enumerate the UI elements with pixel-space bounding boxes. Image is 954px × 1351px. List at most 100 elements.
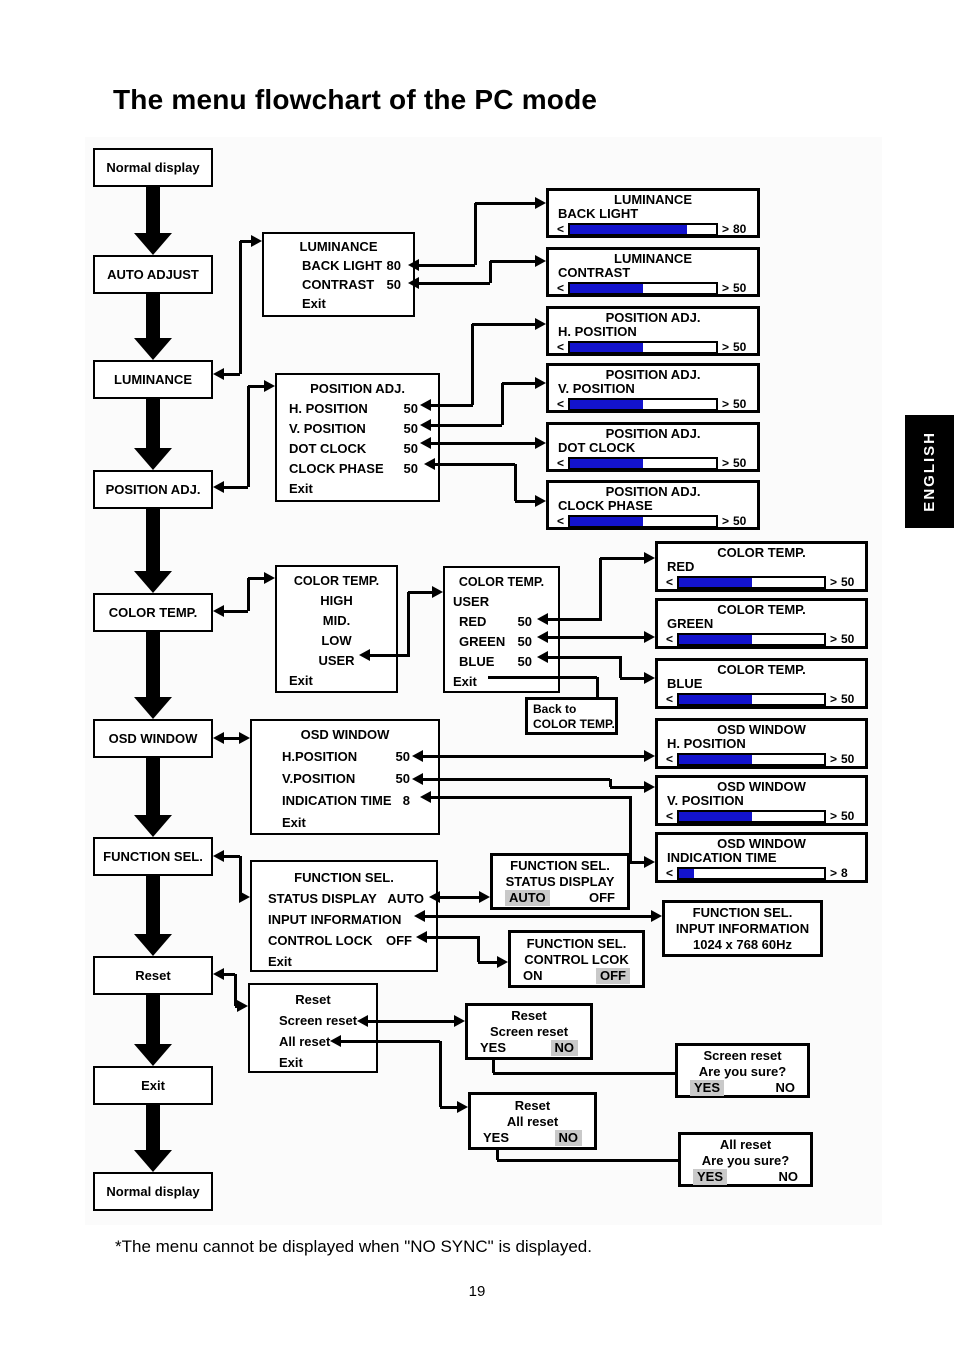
arrowhead-left-icon — [412, 773, 423, 785]
connector-line — [489, 261, 492, 283]
connector-line — [514, 464, 517, 501]
connector-line — [426, 936, 480, 939]
connector-line — [471, 324, 474, 405]
slider-bar — [568, 281, 718, 295]
connector-line — [430, 796, 632, 799]
connector-line — [439, 1041, 442, 1107]
arrowhead-left-icon — [420, 437, 431, 449]
slider-bar — [677, 632, 826, 646]
connector-line — [472, 323, 535, 326]
connector-line — [422, 755, 644, 758]
arrowhead-right-icon — [237, 1000, 248, 1012]
option-off: OFF — [589, 890, 615, 905]
flow-step-exit: Exit — [93, 1066, 213, 1105]
arrowhead-left-icon — [330, 1035, 341, 1047]
slider-bar — [677, 809, 826, 823]
arrowhead-right-icon — [535, 377, 546, 389]
connector-line — [408, 591, 432, 594]
connector-line — [223, 610, 248, 613]
flow-arrow-head-icon — [134, 233, 172, 255]
arrowhead-right-icon — [432, 586, 443, 598]
connector-line — [474, 203, 477, 265]
flow-step-reset: Reset — [93, 956, 213, 995]
connector-line — [493, 1072, 675, 1075]
arrowhead-left-icon — [537, 631, 548, 643]
screen-color-green: COLOR TEMP.GREEN <>50 — [655, 598, 868, 649]
slider-bar — [568, 340, 718, 354]
flow-step-function-sel: FUNCTION SEL. — [93, 837, 213, 876]
menu-exit: Exit — [289, 481, 313, 496]
arrowhead-right-icon — [454, 1015, 465, 1027]
connector-line — [430, 442, 535, 445]
connector-line — [619, 657, 622, 678]
arrowhead-left-icon — [412, 750, 423, 762]
option-yes: YES — [480, 1040, 507, 1055]
arrowhead-left-icon — [537, 651, 548, 663]
screen-position-v: POSITION ADJ.V. POSITION <>50 — [546, 363, 760, 413]
arrowhead-left-icon — [213, 481, 224, 493]
footnote: *The menu cannot be displayed when "NO S… — [115, 1237, 592, 1256]
arrowhead-right-icon — [644, 781, 655, 793]
connector-line — [478, 961, 497, 964]
connector-line — [547, 636, 644, 639]
flow-arrow-shaft — [146, 509, 160, 571]
flow-arrow-shaft — [146, 1105, 160, 1150]
connector-line — [610, 786, 644, 789]
arrowhead-left-icon — [213, 368, 224, 380]
connector-line — [609, 779, 612, 787]
arrowhead-left-icon — [420, 791, 431, 803]
connector-line — [515, 500, 535, 503]
flow-arrow-shaft — [146, 399, 160, 448]
connector-line — [596, 677, 599, 698]
connector-line — [370, 654, 410, 657]
connector-line — [477, 937, 480, 962]
arrowhead-right-icon — [651, 910, 662, 922]
screen-color-red: COLOR TEMP.RED <>50 — [655, 541, 868, 592]
flow-arrow-head-icon — [134, 815, 172, 837]
connector-line — [247, 578, 250, 611]
connector-line — [223, 973, 235, 976]
screen-position-h: POSITION ADJ.H. POSITION <>50 — [546, 306, 760, 356]
page-title: The menu flowchart of the PC mode — [113, 84, 598, 115]
connector-line — [502, 382, 535, 385]
note-back-to-color-temp: Back to COLOR TEMP. — [525, 697, 618, 735]
decrease-glyph: < — [557, 222, 565, 236]
option-yes-selected: YES — [690, 1080, 725, 1096]
arrowhead-right-icon — [457, 1101, 468, 1113]
flow-arrow-shaft — [146, 187, 160, 233]
flow-step-auto-adjust: AUTO ADJUST — [93, 255, 213, 294]
connector-line — [367, 1020, 454, 1023]
arrowhead-right-icon — [239, 732, 250, 744]
arrowhead-left-icon — [420, 419, 431, 431]
arrowhead-right-icon — [239, 891, 250, 903]
arrowhead-right-icon — [644, 672, 655, 684]
menu-exit: Exit — [302, 296, 326, 311]
arrowhead-left-icon — [213, 605, 224, 617]
connector-line — [599, 558, 602, 619]
connector-line — [497, 1159, 678, 1162]
connector-line — [430, 424, 502, 427]
option-no-selected: NO — [554, 1130, 582, 1146]
connector-line — [419, 264, 475, 267]
flow-arrow-head-icon — [134, 571, 172, 593]
flow-arrow-shaft — [146, 876, 160, 934]
arrowhead-right-icon — [644, 631, 655, 643]
connector-line — [630, 861, 644, 864]
option-auto-selected: AUTO — [505, 890, 550, 906]
connector-line — [340, 1040, 440, 1043]
arrowhead-right-icon — [535, 495, 546, 507]
flow-arrow-shaft — [146, 632, 160, 697]
arrowhead-right-icon — [535, 197, 546, 209]
connector-line — [247, 386, 250, 487]
connector-line — [248, 577, 264, 580]
arrowhead-left-icon — [408, 277, 419, 289]
arrowhead-left-icon — [424, 458, 435, 470]
connector-line — [424, 915, 651, 918]
arrowhead-left-icon — [420, 399, 431, 411]
